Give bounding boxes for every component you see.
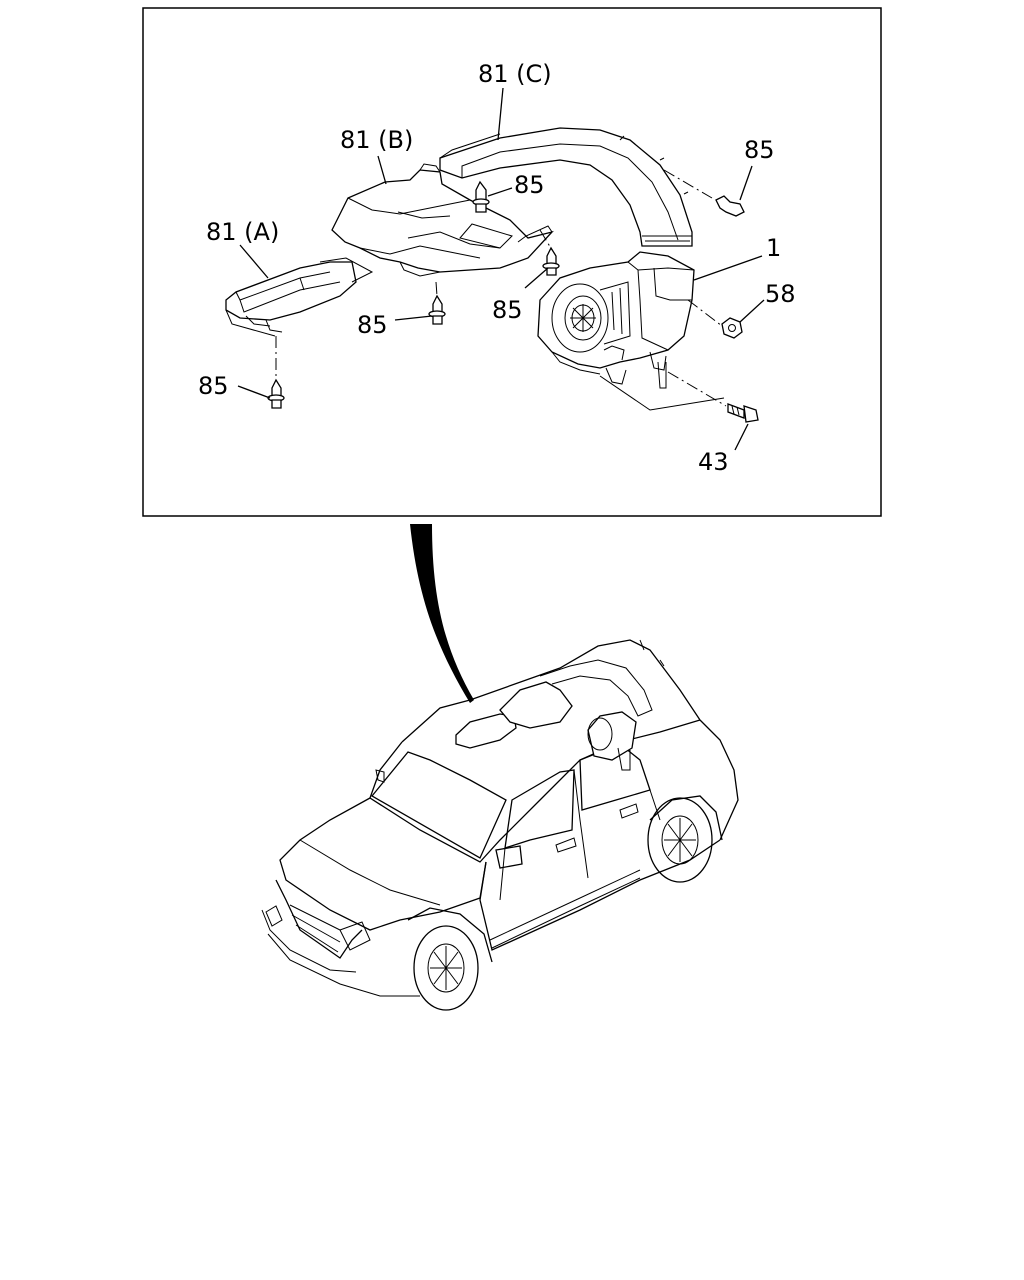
clip-85-top-right [715,195,745,217]
duct-81b [331,163,554,277]
callout-81a: 81 (A) [206,218,279,246]
blower-unit [537,251,695,389]
callout-81b: 81 (B) [340,126,413,154]
callout-58: 58 [765,280,796,308]
bolt-43 [727,403,759,423]
callout-85-mid-right: 85 [492,296,523,324]
clip-85-mid-right [542,246,560,276]
clip-85-bottom-left [267,378,285,409]
leader-lines [237,87,765,451]
locator-arrow [410,524,474,703]
callout-85-top-right: 85 [744,136,775,164]
duct-81c [439,127,693,247]
callout-43: 43 [698,448,729,476]
callout-85-center: 85 [514,171,545,199]
callout-85-bottom-left: 85 [198,372,229,400]
callout-85-mid-left: 85 [357,311,388,339]
vehicle-illustration [261,639,739,1011]
detail-frame [142,7,882,517]
callout-1: 1 [766,234,781,262]
callout-81c: 81 (C) [478,60,552,88]
clip-85-center [472,180,490,213]
clip-85-mid-left [428,294,446,325]
nut-58 [721,317,743,339]
duct-81a [225,257,374,337]
